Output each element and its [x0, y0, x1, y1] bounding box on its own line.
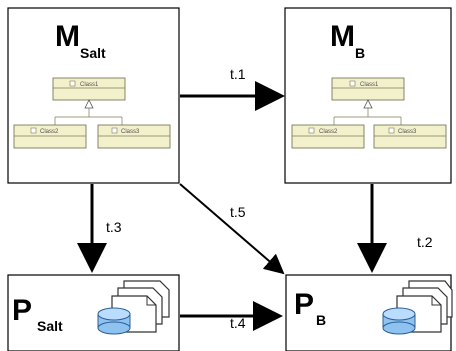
- p-b-db-bottom: [382, 321, 416, 335]
- m-salt-class3-icon: [111, 127, 118, 134]
- edge-t4[interactable]: t.4: [180, 301, 283, 331]
- p-b-node[interactable]: P B: [285, 274, 453, 351]
- p-b-db-top: [382, 307, 416, 321]
- p-b-doc-fold: [431, 296, 441, 306]
- m-b-subscript: B: [355, 45, 365, 61]
- m-b-class1-label: Class1: [360, 82, 379, 88]
- p-salt-db-bottom: [97, 321, 131, 335]
- p-salt-subscript: Salt: [37, 318, 63, 334]
- edge-t5[interactable]: t.5: [179, 183, 285, 275]
- edge-t3[interactable]: t.3: [77, 184, 122, 273]
- edge-t5-line: [179, 183, 285, 275]
- m-b-inheritance-lines: [333, 108, 402, 125]
- m-salt-class3-label: Class3: [121, 129, 140, 135]
- m-b-class-diagram: Class1 Class2 Class3: [291, 77, 447, 149]
- m-b-class3-label: Class3: [398, 129, 417, 135]
- m-b-title: M: [330, 20, 355, 53]
- m-b-node[interactable]: M B Class1 Class2 Class3: [284, 7, 452, 184]
- edge-t2-label: t.2: [417, 234, 433, 250]
- edge-t4-label: t.4: [230, 315, 246, 331]
- m-b-class2-label: Class2: [319, 129, 338, 135]
- edge-t1[interactable]: t.1: [180, 66, 285, 111]
- edge-t3-label: t.3: [106, 219, 122, 235]
- m-salt-class2-label: Class2: [40, 129, 59, 135]
- p-salt-database-icon: [97, 280, 170, 335]
- m-salt-class1-icon: [69, 80, 76, 87]
- p-b-title: P: [294, 288, 314, 321]
- m-salt-class2-icon: [30, 127, 37, 134]
- m-salt-title: M: [55, 20, 80, 53]
- m-salt-class-diagram: Class1 Class2 Class3: [13, 77, 171, 149]
- m-b-class3-icon: [388, 127, 395, 134]
- m-salt-inheritance-lines: [54, 108, 123, 125]
- m-salt-subscript: Salt: [80, 45, 106, 61]
- m-b-class2-icon: [308, 127, 315, 134]
- p-salt-node[interactable]: P Salt: [7, 274, 180, 351]
- edge-t1-label: t.1: [230, 66, 246, 82]
- m-salt-node[interactable]: M Salt Class1 Class2 Class3: [7, 7, 180, 184]
- p-b-subscript: B: [316, 312, 326, 328]
- p-salt-title: P: [12, 294, 32, 327]
- p-salt-db-top: [97, 307, 131, 321]
- p-b-database-icon: [382, 280, 453, 335]
- m-salt-class1-label: Class1: [80, 82, 99, 88]
- p-salt-doc-fold: [146, 296, 156, 306]
- edge-t2[interactable]: t.2: [357, 184, 433, 273]
- edge-t5-label: t.5: [230, 204, 246, 220]
- m-b-class1-icon: [349, 80, 356, 87]
